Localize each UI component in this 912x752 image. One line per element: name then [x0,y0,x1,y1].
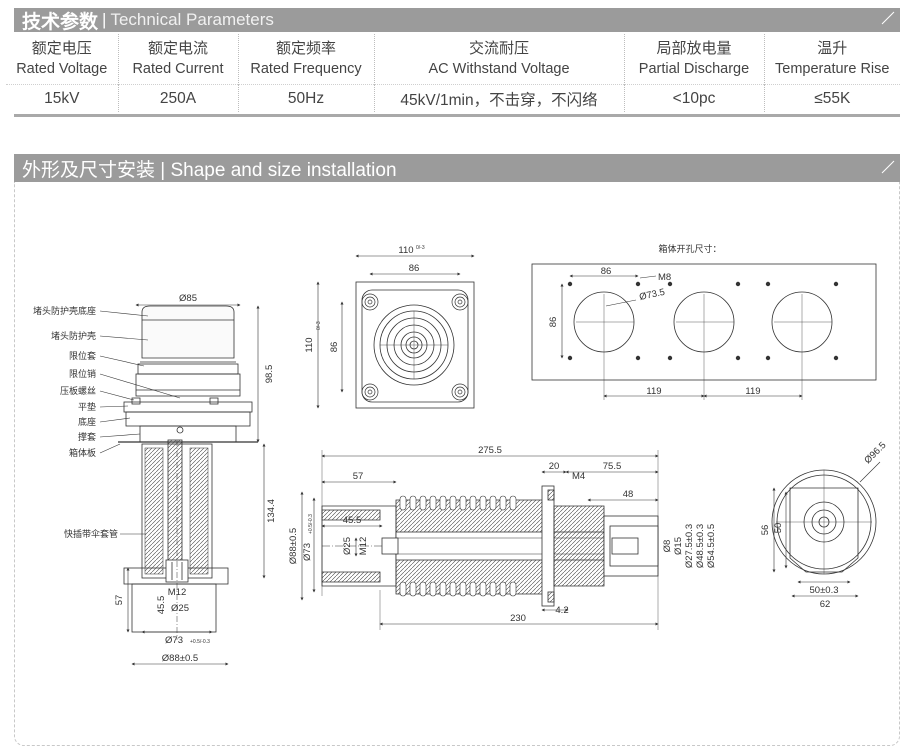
dim-sec-l45: 45.5 [343,515,362,526]
side-view-drawing [118,305,258,640]
dim-sec-l75: 75.5 [603,461,622,472]
cell-rated-frequency: 50Hz [237,84,374,112]
dim-cutout-pitch-1: 119 [646,386,661,397]
dim-w110: 110 [398,245,413,256]
dim-end-w62: 62 [820,599,831,610]
label-plug-shell: 堵头防护壳 [51,330,96,342]
dim-d73: Ø73 [165,635,183,646]
side-view-dimensions [99,303,266,666]
dim-sec-d8: Ø8 [662,540,673,553]
label-limit-pin: 限位销 [69,368,96,380]
section-header-shape-size: 外形及尺寸安装 | Shape and size installation [14,154,900,182]
corner-slash-icon [881,11,895,25]
label-limit-sleeve: 限位套 [69,350,96,362]
section-view-drawing [321,485,660,607]
dim-d88: Ø88±0.5 [162,653,198,664]
cell-partial-discharge: <10pc [623,84,764,112]
dim-sec-d25: Ø25 [342,537,353,555]
label-flat-washer: 平垫 [78,401,96,413]
dim-d73-tolerance: +0.5/-0.3 [190,639,210,645]
dim-cutout-w86: 86 [601,266,612,277]
dim-w110-tolerance: 0/-3 [416,245,425,251]
table-row: 15kV 250A 50Hz 45kV/1min，不击穿，不闪络 <10pc ≤… [6,84,900,112]
dim-h110-tolerance: 0/-3 [316,321,322,330]
section-title-en: Technical Parameters [110,10,274,29]
cell-rated-voltage: 15kV [6,84,118,112]
dim-h57: 57 [114,595,125,606]
dim-end-h50: 50 [773,523,784,534]
dim-sec-m12: M12 [358,537,369,555]
dim-m12: M12 [168,587,186,598]
section-header-technical-parameters: 技术参数 | Technical Parameters [14,8,900,32]
section-title-zh: 技术参数 [22,11,99,33]
dim-end-d96: Ø96.5 [862,440,888,466]
dim-end-w50: 50±0.3 [810,585,839,596]
dim-sec-d48: Ø48.5±0.3 [695,524,706,568]
section-title: 外形及尺寸安装 | Shape and size installation [22,159,397,181]
dim-sec-l48: 48 [623,489,634,500]
cutout-title: 箱体开孔尺寸： [658,243,721,255]
dim-cutout-d73: Ø73.5 [638,287,666,303]
dim-w86: 86 [409,263,420,274]
dim-d25: Ø25 [171,603,189,614]
title-separator: | [102,10,107,29]
end-view-drawing [771,469,877,575]
section-divider [14,114,900,117]
dim-sec-l57: 57 [353,471,364,482]
dim-d85: Ø85 [179,293,197,304]
label-plug-shell-base: 堵头防护壳底座 [33,305,96,317]
dim-sec-d54: Ø54.5±0.5 [706,524,717,568]
dim-end-h56: 56 [760,525,771,536]
dim-sec-m4: M4 [572,471,585,482]
label-clamp-screw: 压板螺丝 [60,385,96,397]
dim-h110: 110 [304,337,315,352]
end-view-dimensions [772,461,881,598]
dim-cutout-m8: M8 [658,272,671,283]
label-quick-plug-bushing: 快插带伞套管 [64,528,118,540]
dim-sec-l20: 20 [549,461,560,472]
end-view-labels: Ø96.5 56 50 50±0.3 62 [760,440,888,610]
dim-sec-d73: Ø73 [302,543,313,561]
dim-sec-l230: 230 [510,613,526,624]
dim-sec-d88: Ø88±0.5 [288,528,299,564]
dim-h134: 134.4 [266,499,277,523]
drawing-frame [14,182,900,746]
dim-sec-d73-tolerance: +0.5/-0.3 [308,514,314,534]
corner-slash-icon [881,160,895,174]
label-base: 底座 [78,416,96,428]
top-view-dimensions [316,254,475,409]
cell-temperature-rise: ≤55K [763,84,900,112]
side-view-labels: 堵头防护壳底座 堵头防护壳 限位套 限位销 压板螺丝 平垫 底座 撑套 箱体板 … [33,293,277,664]
dim-sec-d27: Ø27.5±0.3 [684,524,695,568]
dim-cutout-h86: 86 [548,317,559,328]
top-view-drawing [355,281,475,409]
cell-rated-current: 250A [117,84,238,112]
cell-ac-withstand-voltage: 45kV/1min，不击穿，不闪络 [373,84,624,112]
section-view-dimensions [300,450,659,630]
cutout-dimensions [560,274,803,400]
section-view-labels: 275.5 57 20 M4 75.5 48 45.5 Ø25 M12 Ø88±… [288,445,717,624]
cutout-labels: 箱体开孔尺寸： 86 M8 Ø73.5 86 119 119 [548,243,761,397]
dim-h98: 98.5 [264,365,275,384]
dim-sec-d15: Ø15 [673,537,684,555]
dim-sec-l42: 4.2 [555,605,568,616]
dim-cutout-pitch-2: 119 [745,386,760,397]
dim-h45: 45.5 [156,596,167,615]
dim-sec-l275: 275.5 [478,445,502,456]
top-view-labels: 110 0/-3 86 110 0/-3 86 [304,245,425,353]
label-tank-plate: 箱体板 [69,447,96,459]
dim-h86: 86 [329,342,340,353]
label-support-sleeve: 撑套 [78,431,96,443]
